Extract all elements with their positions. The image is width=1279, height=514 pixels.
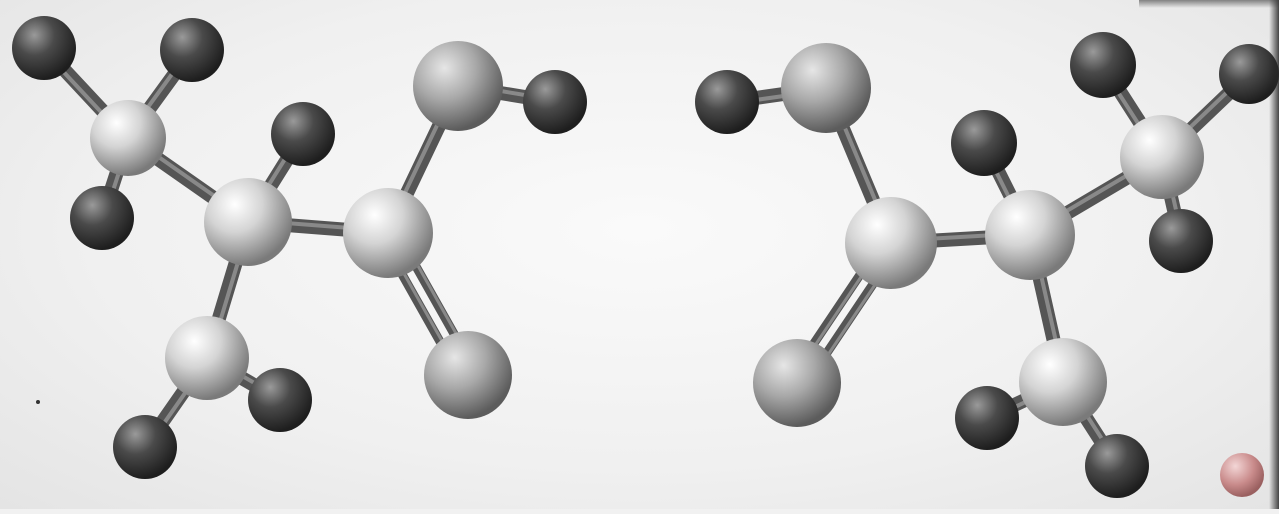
molecule-right-atom-h-oh-dark-sphere	[695, 70, 759, 134]
molecule-left-atom-h6-dark-sphere	[113, 415, 177, 479]
molecule-left-atom-o1-light-sphere	[413, 41, 503, 131]
molecule-right-atom-c4-light-sphere	[845, 197, 937, 289]
molecule-right-atom-h3-dark-sphere	[1149, 209, 1213, 273]
dust-speck	[36, 400, 40, 404]
molecule-left-atom-h2-dark-sphere	[160, 18, 224, 82]
molecule-left-atom-h-oh-dark-sphere	[523, 70, 587, 134]
molecule-left-atom-o2-light-sphere	[424, 331, 512, 419]
molecule-left-atom-c2-light-sphere	[204, 178, 292, 266]
molecule-left-atom-c3-light-sphere	[165, 316, 249, 400]
molecule-right-atom-h2-dark-sphere	[1219, 44, 1279, 104]
page-edge-shadow	[1269, 0, 1279, 509]
molecule-right-atom-c1-light-sphere	[1120, 115, 1204, 199]
molecule-right-atom-h5-dark-sphere	[955, 386, 1019, 450]
molecule-right-atom-c3-light-sphere	[1019, 338, 1107, 426]
molecule-left-atom-c1-light-sphere	[90, 100, 166, 176]
molecule-left-atom-c4-light-sphere	[343, 188, 433, 278]
molecule-left-atom-h3-dark-sphere	[70, 186, 134, 250]
molecule-left-atom-h4-dark-sphere	[271, 102, 335, 166]
molecule-right-atom-c2-light-sphere	[985, 190, 1075, 280]
page-corner-shadow	[1139, 0, 1279, 8]
molecule-left-atoms	[12, 16, 587, 479]
molecule-left-atom-h1-dark-sphere	[12, 16, 76, 80]
pink-sphere-marker	[1220, 453, 1264, 497]
molecule-left-atom-h5-dark-sphere	[248, 368, 312, 432]
molecule-right-atom-o2-light-sphere	[753, 339, 841, 427]
molecule-right-atom-o1-light-sphere	[781, 43, 871, 133]
molecule-right-atom-h4-dark-sphere	[951, 110, 1017, 176]
molecule-right-atoms	[695, 32, 1279, 498]
molecule-right-atom-h1-dark-sphere	[1070, 32, 1136, 98]
molecule-right-atom-h6-dark-sphere	[1085, 434, 1149, 498]
